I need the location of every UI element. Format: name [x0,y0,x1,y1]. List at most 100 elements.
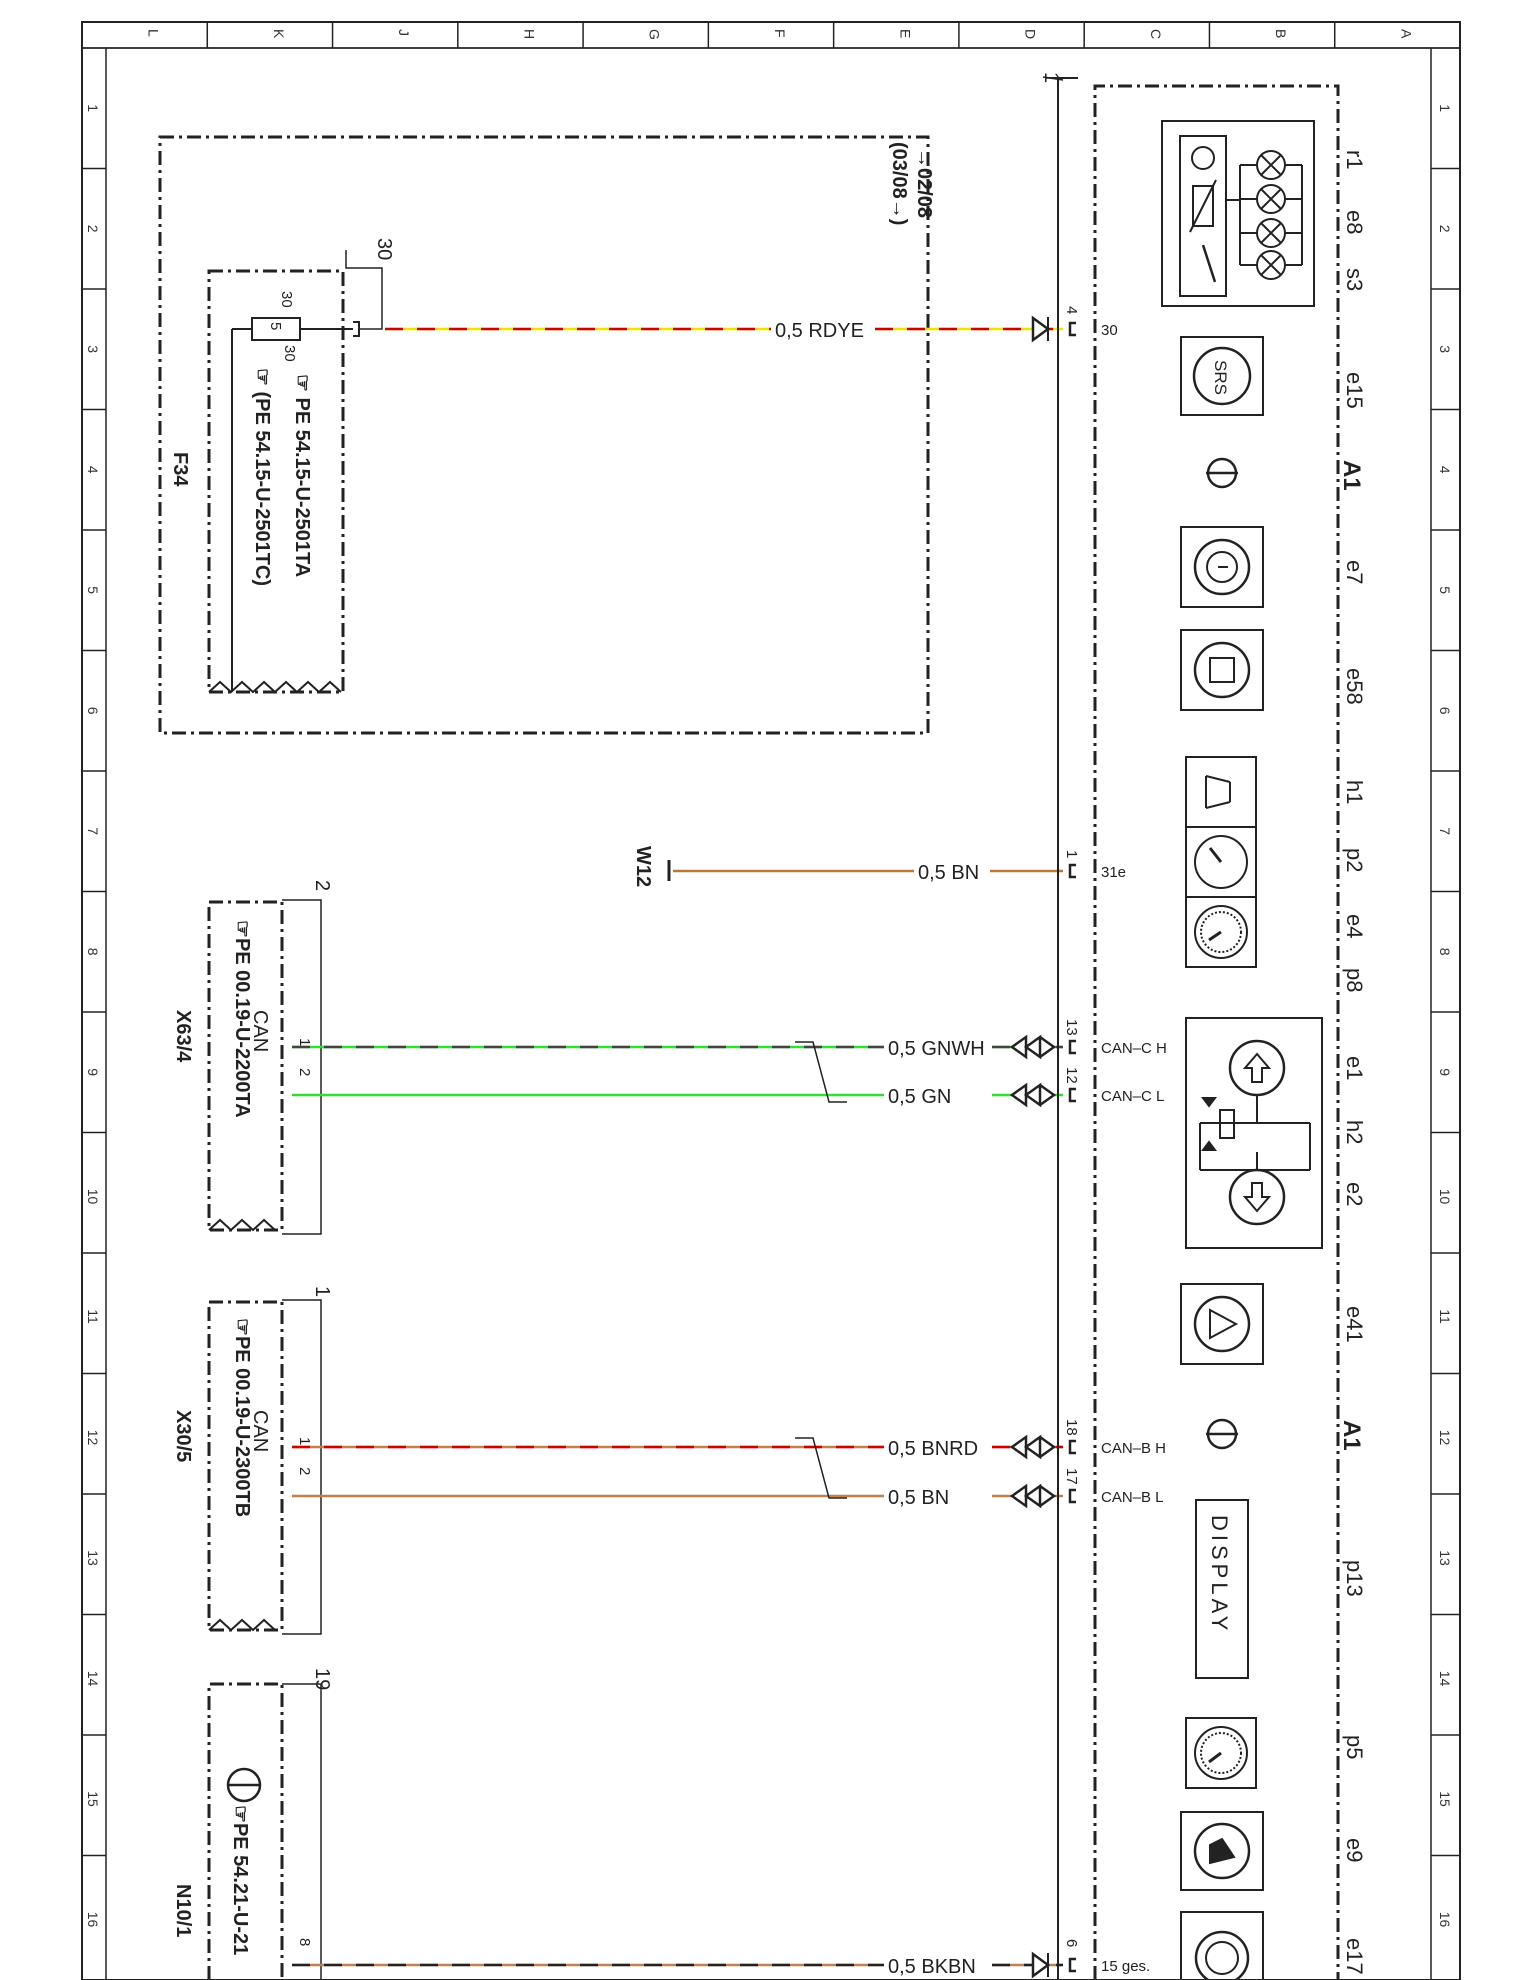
date-region-box [158,135,930,735]
horn-gauge-group-icon [1185,756,1257,968]
f34-name: F34 [169,452,191,487]
wire-label: 0,5 BKBN [888,1956,976,1978]
x63-name: X63/4 [172,1010,194,1063]
row-label-left: 14 [85,1671,101,1687]
column-label: H [521,29,537,39]
display-icon: DISPLAY [1195,1499,1249,1679]
component-label: e2 [1342,1182,1367,1206]
row-label-right: 10 [1437,1189,1453,1205]
svg-text:8: 8 [296,1938,313,1946]
row-label-left: 5 [85,586,101,594]
outer-frame [81,21,1461,1980]
row-label-right: 12 [1437,1430,1453,1446]
column-label: B [1273,29,1289,38]
terminal-label: CAN–C L [1101,1088,1164,1105]
component-label: e7 [1342,560,1367,584]
column-label: K [271,29,287,39]
wire-label: 0,5 GN [888,1086,951,1108]
connector-arrow-icon [1031,315,1051,343]
connector-arrow-icon [1009,1082,1057,1108]
column-label: D [1023,29,1039,39]
column-label: C [1148,29,1164,39]
row-label-left: 10 [85,1189,101,1205]
n10-transistor-icon [226,1767,262,1803]
n10-ref: ☞PE 54.21-U-21 [229,1805,251,1955]
connector-arrow-icon [1031,1951,1051,1979]
svg-text:2: 2 [296,1467,313,1475]
svg-text:DISPLAY: DISPLAY [1207,1515,1232,1634]
component-label: p13 [1342,1560,1367,1597]
row-label-right: 4 [1437,466,1453,474]
column-label: A [1398,29,1414,39]
x63-mark: 2 [311,880,333,891]
row-label-right: 8 [1437,948,1453,956]
hazard-lamp-icon [1180,1283,1264,1365]
svg-text:1: 1 [296,1437,313,1445]
abs-lamp-icon [1180,1911,1264,1980]
terminal-label: CAN–B H [1101,1440,1166,1457]
wire-label: 0,5 GNWH [888,1038,985,1060]
x63-ref: ☞PE 00.19-U-2200TA [231,920,253,1118]
svg-text:30: 30 [278,291,295,308]
component-label: r1 [1342,150,1367,170]
svg-text:5: 5 [267,322,284,330]
seatbelt-lamp-icon [1180,1811,1264,1891]
row-label-left: 12 [85,1430,101,1446]
svg-text:(03/08→): (03/08→) [888,142,910,225]
row-label-right: 15 [1437,1791,1453,1807]
wire-label: 0,5 RDYE [775,320,864,342]
terminal-label: 31e [1101,864,1126,881]
row-label-left: 2 [85,225,101,233]
pin-number: 17 [1063,1468,1080,1485]
x30-bus: CAN [249,1410,271,1452]
component-label: e1 [1342,1056,1367,1080]
row-label-right: 14 [1437,1671,1453,1687]
connector-arrow-icon [1009,1483,1057,1509]
wire: 0,5 BKBN 6 15 ges. [292,1939,1150,1979]
srs-lamp-icon: SRS [1180,336,1264,416]
wire-label: 0,5 BN [918,862,979,884]
brake-lamp-icon [1180,526,1264,608]
wire: 0,5 RDYE 4 30 [385,306,1118,343]
component-label: e41 [1342,1306,1367,1343]
can-b-twist-mark [795,1437,847,1499]
x30-mark: 1 [311,1286,333,1297]
pin-number: 6 [1063,1939,1080,1947]
component-label: h1 [1342,780,1367,804]
a1-name-top: A1 [1338,460,1365,491]
lamp-group-icon [1161,120,1315,307]
x30-ref: ☞PE 00.19-U-2300TB [231,1318,253,1517]
column-label: F [772,29,788,38]
pin-number: 4 [1063,306,1080,314]
svg-text:SRS: SRS [1211,360,1230,395]
terminal-label: CAN–C H [1101,1040,1167,1057]
w12-name: W12 [632,846,654,887]
wire: 0,5 BN 1 31e [673,850,1126,884]
terminal-label: 15 ges. [1101,1958,1150,1975]
row-label-right: 9 [1437,1068,1453,1076]
row-label-left: 6 [85,707,101,715]
component-label: s3 [1342,268,1367,291]
row-label-right: 6 [1437,707,1453,715]
x30-box [207,1300,284,1632]
turn-signal-group-icon [1185,1017,1323,1249]
component-label: e8 [1342,210,1367,234]
date-note: →02/08 (03/08→) [888,142,935,225]
row-label-left: 13 [85,1550,101,1566]
terminal-label: CAN–B L [1101,1489,1164,1506]
row-label-right: 7 [1437,827,1453,835]
row-label-right: 5 [1437,586,1453,594]
svg-text:→02/08: →02/08 [913,148,935,218]
pin-number: 1 [1063,850,1080,858]
page-mark: 1 [1040,72,1062,83]
wire-label: 0,5 BNRD [888,1438,978,1460]
row-label-left: 1 [85,104,101,112]
terminal-label: 30 [1101,322,1118,339]
component-label: e58 [1342,668,1367,705]
